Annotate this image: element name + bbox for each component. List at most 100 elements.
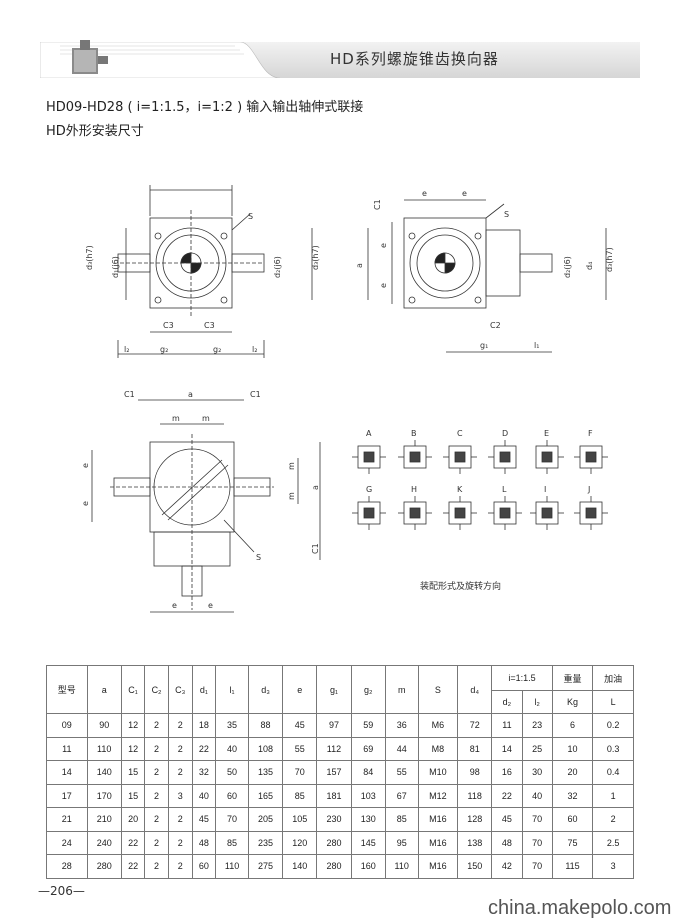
- mount-label-d: D: [502, 429, 508, 438]
- label-c3-1: C3: [163, 321, 174, 330]
- table-cell: 60: [215, 783, 249, 808]
- mount-label-c: C: [457, 429, 463, 438]
- header-title: HD系列螺旋锥齿换向器: [330, 50, 499, 68]
- table-cell: 59: [350, 713, 386, 738]
- table-cell: 44: [384, 736, 419, 761]
- subtitle-dimensions: HD外形安装尺寸: [46, 124, 144, 139]
- label-g2-1: g₂: [160, 345, 168, 354]
- table-cell: 230: [316, 807, 352, 832]
- table-cell: 2: [144, 713, 169, 738]
- table-cell: 135: [247, 760, 284, 785]
- table-cell: 15: [120, 783, 146, 808]
- col-header-l2: l₂: [521, 690, 553, 714]
- table-cell: 2: [167, 713, 193, 738]
- table-cell: 70: [521, 807, 553, 832]
- table-cell: 138: [457, 830, 493, 855]
- mount-label-i: I: [544, 485, 546, 494]
- mount-label-f: F: [588, 429, 593, 438]
- table-cell: 40: [521, 783, 553, 808]
- table-cell: 11: [46, 736, 88, 761]
- table-subheader-row: d₂ l₂ Kg L: [47, 690, 634, 714]
- table-cell: 10: [551, 736, 594, 761]
- label-c2: C2: [490, 321, 501, 330]
- table-cell: 20: [120, 807, 146, 832]
- table-cell: 280: [86, 854, 122, 879]
- table-cell: 85: [282, 783, 318, 808]
- col-header-d4: d₄: [457, 665, 493, 714]
- table-cell: 28: [46, 854, 88, 879]
- table-cell: 130: [350, 807, 386, 832]
- table-cell: 81: [457, 736, 493, 761]
- table-cell: 2: [592, 807, 634, 832]
- table-cell: 22: [120, 854, 146, 879]
- table-cell: 2: [144, 854, 169, 879]
- col-header-c1: C₁: [120, 665, 146, 714]
- label-e-4: e: [379, 283, 388, 288]
- col-header-weight-unit: Kg: [551, 690, 594, 714]
- table-cell: 2: [167, 807, 193, 832]
- table-cell: 140: [86, 760, 122, 785]
- table-cell: 18: [191, 713, 217, 738]
- table-cell: 103: [350, 783, 386, 808]
- table-cell: 11: [491, 713, 523, 738]
- col-header-c2: C₂: [144, 665, 169, 714]
- mount-label-a: A: [366, 429, 372, 438]
- page-number: —206—: [38, 884, 85, 898]
- label-m-3: m: [287, 462, 296, 470]
- col-header-e: e: [282, 665, 318, 714]
- label-c3-2: C3: [204, 321, 215, 330]
- table-cell: 3: [167, 783, 193, 808]
- label-a-2: a: [188, 390, 193, 399]
- label-c1-3: C1: [250, 390, 261, 399]
- label-c1-4: C1: [311, 543, 320, 554]
- label-d2-2: d₂(j6): [563, 256, 572, 278]
- label-d1-1: d₁(j6): [111, 256, 120, 278]
- table-cell: 1: [592, 783, 634, 808]
- label-a-1: a: [355, 263, 364, 268]
- table-cell: 50: [215, 760, 249, 785]
- table-cell: 2: [144, 807, 169, 832]
- col-header-m: m: [384, 665, 419, 714]
- col-header-c3: C₃: [167, 665, 193, 714]
- table-cell: 0.2: [592, 713, 634, 738]
- table-cell: 2: [144, 760, 169, 785]
- mount-label-j: J: [587, 485, 590, 494]
- table-cell: 280: [316, 830, 352, 855]
- table-cell: 2: [167, 854, 193, 879]
- specifications-table: 型号 a C₁ C₂ C₃ d₁ l₁ d₃ e g₁ g₂ m S d₄ i=…: [46, 665, 634, 879]
- table-cell: 110: [384, 854, 419, 879]
- table-cell: M16: [417, 854, 459, 879]
- table-cell: 12: [120, 736, 146, 761]
- table-cell: 2: [167, 760, 193, 785]
- table-cell: M8: [417, 736, 459, 761]
- table-cell: 15: [120, 760, 146, 785]
- table-cell: 0.3: [592, 736, 634, 761]
- table-cell: 17: [46, 783, 88, 808]
- col-header-d2: d₂: [491, 690, 523, 714]
- table-cell: 2: [144, 736, 169, 761]
- table-cell: 145: [350, 830, 386, 855]
- mount-label-k: K: [457, 485, 463, 494]
- table-cell: 110: [215, 854, 249, 879]
- mount-label-g: G: [366, 485, 372, 494]
- header-band: [220, 42, 640, 78]
- label-s-2: S: [504, 210, 509, 219]
- label-l2-1: l₂: [124, 345, 129, 354]
- table-cell: 275: [247, 854, 284, 879]
- table-cell: 35: [215, 713, 249, 738]
- label-c1-1: C1: [373, 199, 382, 210]
- label-e-3: e: [379, 243, 388, 248]
- table-header-row: 型号 a C₁ C₂ C₃ d₁ l₁ d₃ e g₁ g₂ m S d₄ i=…: [46, 665, 634, 714]
- table-cell: 16: [491, 760, 523, 785]
- mounting-arrangements-grid: [352, 440, 608, 530]
- label-d3-3: d₃(h7): [605, 247, 614, 272]
- col-header-d1: d₁: [191, 665, 217, 714]
- table-cell: 84: [350, 760, 386, 785]
- table-cell: 2.5: [592, 830, 634, 855]
- mount-label-e: E: [544, 429, 549, 438]
- table-cell: 72: [457, 713, 493, 738]
